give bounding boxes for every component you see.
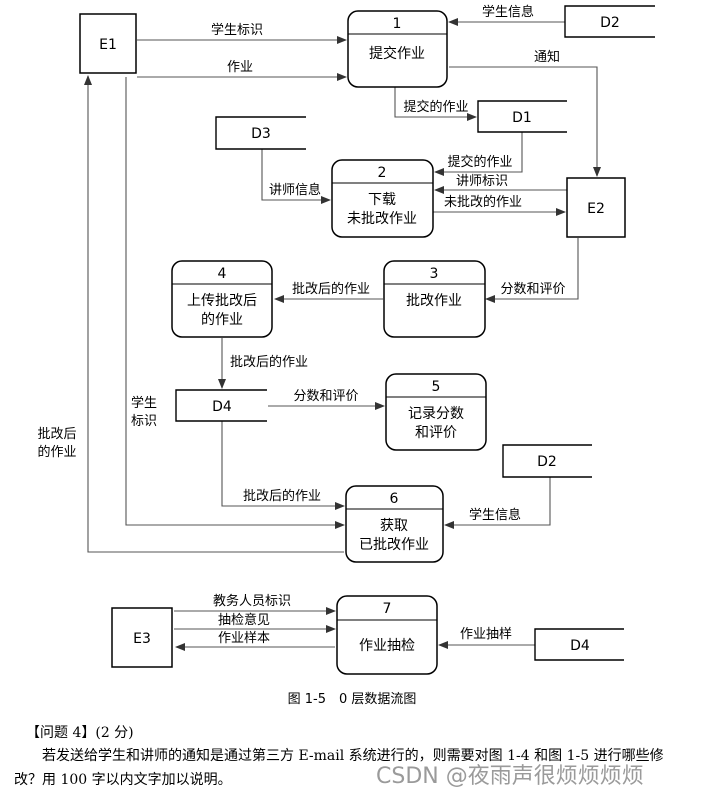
- flow-lines: [84, 18, 601, 651]
- process-4-line1: 上传批改后: [187, 293, 257, 309]
- flow-submitted-p1-d1: [394, 87, 477, 121]
- label-ungraded: 未批改的作业: [444, 194, 522, 210]
- store-d3-label: D3: [251, 126, 271, 142]
- flow-student-info-d2-p6: [444, 477, 551, 529]
- label-graded-to-e1-2: 的作业: [37, 444, 76, 460]
- question-text: 若发送给学生和讲师的通知是通过第三方 E-mail 系统进行的，则需要对图 1-…: [14, 748, 664, 788]
- store-d2-top: D2: [564, 5, 655, 38]
- label-submitted-p1-d1: 提交的作业: [403, 99, 468, 115]
- process-2-line1: 下载: [368, 192, 396, 208]
- label-student-id-p6-1: 学生: [131, 395, 157, 411]
- store-d2-bottom-label: D2: [537, 454, 557, 470]
- entity-e3-label: E3: [133, 631, 151, 647]
- entity-e2-label: E2: [587, 201, 605, 217]
- process-5-line2: 和评价: [415, 425, 457, 441]
- label-graded-to-e1-1: 批改后: [37, 427, 76, 442]
- process-7: 7 作业抽检: [336, 595, 438, 675]
- watermark: CSDN @夜雨声很烦烦烦烦: [376, 764, 644, 789]
- label-teacher-id: 讲师标识: [456, 174, 508, 189]
- label-graded-p4-d4: 批改后的作业: [230, 354, 308, 370]
- process-2-line2: 未批改作业: [347, 211, 417, 227]
- entity-e2: E2: [566, 177, 626, 238]
- process-4-number: 4: [218, 266, 227, 282]
- process-3-number: 3: [430, 266, 439, 282]
- store-d1: D1: [477, 100, 567, 133]
- flow-submitted-d1-p2: [434, 132, 523, 176]
- label-staff-id: 教务人员标识: [213, 593, 291, 609]
- process-6-line1: 获取: [380, 518, 408, 534]
- process-4-line2: 的作业: [201, 312, 243, 328]
- process-2: 2 下载 未批改作业: [331, 159, 434, 238]
- label-graded-p3-p4: 批改后的作业: [292, 281, 370, 297]
- process-6-number: 6: [390, 491, 399, 507]
- flow-labels: 学生标识 作业 学生信息 通知 提交的作业 提交的作业 讲师信息 讲师标识 未批…: [37, 4, 565, 646]
- store-d4-bottom: D4: [534, 628, 624, 661]
- process-6: 6 获取 已批改作业: [345, 485, 444, 563]
- label-score-eval-d4-p5: 分数和评价: [293, 389, 358, 404]
- question-title: 【问题 4】(2 分): [26, 725, 134, 741]
- process-6-line2: 已批改作业: [359, 537, 429, 553]
- store-d4-bottom-label: D4: [570, 638, 590, 654]
- label-score-eval-e2-p3: 分数和评价: [500, 282, 565, 297]
- label-submitted-d1-p2: 提交的作业: [447, 154, 512, 170]
- process-1-number: 1: [393, 16, 402, 32]
- process-2-number: 2: [378, 165, 387, 181]
- store-d4-mid: D4: [175, 389, 267, 422]
- flow-notify: [449, 66, 601, 177]
- process-5-line1: 记录分数: [408, 406, 464, 422]
- label-homework-sample: 作业样本: [218, 631, 270, 646]
- store-d3: D3: [215, 116, 306, 150]
- entity-e3: E3: [111, 607, 173, 668]
- process-7-number: 7: [383, 601, 392, 617]
- label-student-id-e1-p1: 学生标识: [211, 22, 263, 38]
- flow-graded-d4-p6: [221, 421, 345, 510]
- process-5: 5 记录分数 和评价: [385, 373, 487, 451]
- process-3-name: 批改作业: [406, 293, 462, 309]
- label-student-info-d2-p6: 学生信息: [469, 507, 521, 523]
- label-student-info-d2-p1: 学生信息: [482, 4, 534, 20]
- process-5-number: 5: [432, 379, 441, 395]
- flow-student-id-e1-p6: [125, 77, 345, 529]
- store-d2-top-label: D2: [600, 15, 620, 31]
- label-teacher-info: 讲师信息: [269, 182, 321, 198]
- label-check-opinion: 抽检意见: [218, 612, 270, 628]
- process-1-name: 提交作业: [369, 45, 425, 62]
- process-1: 1 提交作业: [347, 10, 448, 88]
- label-student-id-p6-2: 标识: [131, 414, 157, 429]
- label-homework-e1-p1: 作业: [227, 60, 253, 75]
- store-d2-bottom: D2: [502, 444, 592, 478]
- process-3: 3 批改作业: [383, 260, 486, 338]
- flow-score-eval-e2-p3: [485, 238, 579, 303]
- flow-graded-to-e1: [84, 75, 344, 553]
- label-graded-d4-p6: 批改后的作业: [243, 488, 321, 504]
- store-d4-mid-label: D4: [212, 399, 232, 415]
- entity-e1-label: E1: [99, 37, 117, 53]
- figure-caption: 图 1-5 0 层数据流图: [287, 692, 417, 707]
- process-4: 4 上传批改后 的作业: [171, 260, 273, 338]
- store-d1-label: D1: [512, 110, 532, 126]
- label-homework-sampling: 作业抽样: [460, 627, 512, 642]
- entity-e1: E1: [79, 13, 137, 74]
- label-notify: 通知: [534, 49, 560, 65]
- process-7-name: 作业抽检: [359, 638, 415, 654]
- flow-teacher-info: [261, 149, 331, 204]
